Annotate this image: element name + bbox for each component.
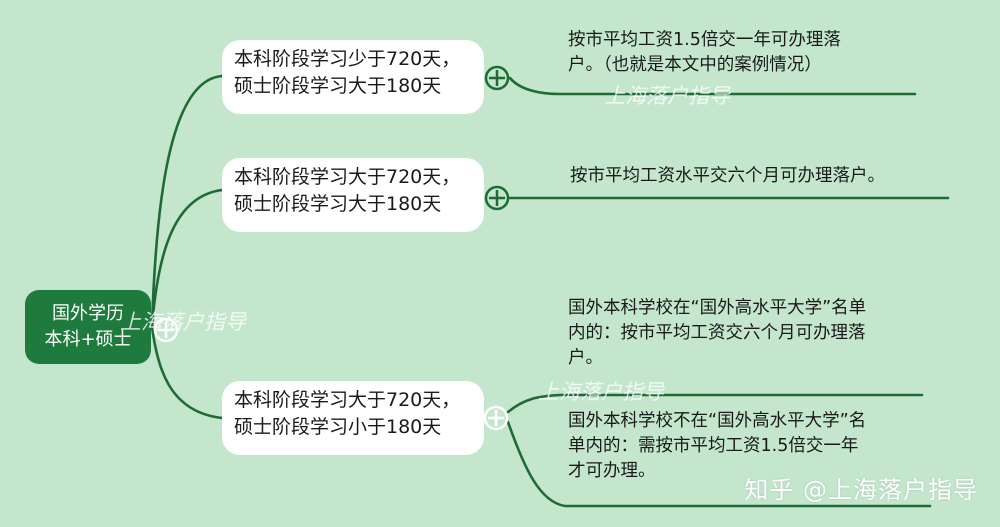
toggle-branch-2 xyxy=(484,185,510,211)
outcome-3b-line-3: 才可办理。 xyxy=(568,461,656,481)
branch-2-line-1: 本科阶段学习大于720天， xyxy=(234,166,461,188)
watermark-1: 上海落户指导 xyxy=(604,84,730,108)
outcome-1-line-2: 户。（也就是本文中的案例情况） xyxy=(568,55,822,75)
connector-root-branch-2 xyxy=(150,188,224,329)
outcome-3a-line-3: 户。 xyxy=(568,348,603,368)
branch-node-3[interactable]: 本科阶段学习大于720天， 硕士阶段学习小于180天 xyxy=(222,381,484,455)
outcome-3b[interactable]: 国外本科学校不在“国外高水平大学”名 单内的：需按市平均工资1.5倍交一年 才可… xyxy=(568,409,866,484)
toggle-branch-1 xyxy=(484,65,510,91)
outcome-2-line-1: 按市平均工资水平交六个月可办理落户。 xyxy=(570,166,885,186)
toggle-branch-3 xyxy=(483,405,509,431)
branch-3-line-2: 硕士阶段学习小于180天 xyxy=(234,416,442,438)
outcome-3a-line-1: 国外本科学校在“国外高水平大学”名单 xyxy=(568,298,867,318)
branch-node-2[interactable]: 本科阶段学习大于720天， 硕士阶段学习大于180天 xyxy=(222,158,484,232)
outcome-3b-line-2: 单内的：需按市平均工资1.5倍交一年 xyxy=(568,436,859,456)
branch-node-1[interactable]: 本科阶段学习少于720天， 硕士阶段学习大于180天 xyxy=(222,40,484,114)
root-node[interactable]: 国外学历 本科+硕士 xyxy=(25,290,151,364)
connector-branch-3-outcome-2 xyxy=(506,420,932,508)
connector-branch-1-outcome xyxy=(508,76,917,96)
watermark-2: 上海落户指导 xyxy=(120,310,246,334)
connector-root-branch-3 xyxy=(150,325,224,420)
branch-1-line-1: 本科阶段学习少于720天， xyxy=(234,48,461,70)
root-line-1: 国外学历 xyxy=(52,303,124,324)
connector-branch-3-outcome-1 xyxy=(506,393,924,414)
outcome-3a-line-2: 内的：按市平均工资交六个月可办理落 xyxy=(568,323,866,343)
branch-1-line-2: 硕士阶段学习大于180天 xyxy=(234,75,442,97)
branch-3-line-1: 本科阶段学习大于720天， xyxy=(234,389,461,411)
outcome-3b-line-1: 国外本科学校不在“国外高水平大学”名 xyxy=(568,411,867,431)
outcome-1[interactable]: 按市平均工资1.5倍交一年可办理落 户。（也就是本文中的案例情况） xyxy=(568,28,841,78)
watermark-3: 上海落户指导 xyxy=(538,380,664,404)
brand-watermark: 知乎 @上海落户指导 xyxy=(744,476,978,504)
branch-2-line-2: 硕士阶段学习大于180天 xyxy=(234,193,442,215)
root-line-2: 本科+硕士 xyxy=(44,329,132,350)
outcome-1-line-1: 按市平均工资1.5倍交一年可办理落 xyxy=(568,30,841,50)
outcome-2[interactable]: 按市平均工资水平交六个月可办理落户。 xyxy=(570,164,885,189)
outcome-3a[interactable]: 国外本科学校在“国外高水平大学”名单 内的：按市平均工资交六个月可办理落 户。 xyxy=(568,296,866,371)
connector-root-branch-1 xyxy=(150,74,224,329)
toggle-root xyxy=(153,317,179,343)
